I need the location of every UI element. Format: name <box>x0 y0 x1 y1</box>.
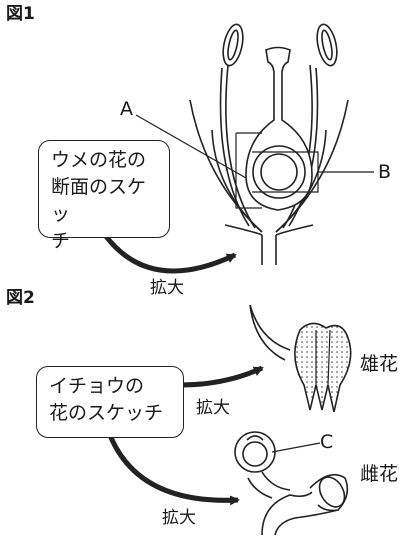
ginkgo-female-flower-sketch <box>234 431 349 536</box>
label-a-box <box>235 132 262 209</box>
ginkgo-callout-line-2: 花のスケッチ <box>49 402 164 424</box>
anther-right <box>316 23 338 67</box>
arrow-fig2-bottom <box>105 429 240 506</box>
ovary-outer <box>252 145 306 199</box>
leader-a <box>135 114 247 179</box>
label-a: A <box>120 98 133 120</box>
label-b: B <box>378 161 392 183</box>
ginkgo-callout-box: イチョウの 花のスケッチ <box>36 366 184 438</box>
stamen-filament-left <box>225 64 256 229</box>
female-flower-label: 雌花 <box>360 463 399 485</box>
leader-c <box>271 442 321 453</box>
male-flower-cone <box>294 322 352 413</box>
female-branch <box>247 471 291 499</box>
plum-callout-box: ウメの花の 断面のスケッ チ <box>38 140 170 252</box>
receptacle <box>224 224 314 236</box>
ginkgo-male-flower-sketch <box>249 304 352 413</box>
arrow-fig1 <box>103 233 237 274</box>
anther-left <box>222 23 244 67</box>
ovule <box>260 153 298 191</box>
arrow-label-fig2-top: 拡大 <box>196 398 230 418</box>
male-flower-stalk <box>249 304 291 361</box>
plum-callout-line-3: チ <box>51 230 71 252</box>
male-flower-label: 雄花 <box>360 353 399 375</box>
pistil <box>245 46 313 211</box>
arrow-fig2-top <box>179 365 264 388</box>
arrow-label-fig1: 拡大 <box>150 278 184 298</box>
figure2-title: 図2 <box>6 288 35 308</box>
ginkgo-callout-line-1: イチョウの <box>49 375 145 397</box>
plum-callout-line-1: ウメの花の <box>51 149 147 171</box>
arrow-label-fig2-bottom: 拡大 <box>162 508 196 528</box>
label-c: C <box>320 431 334 453</box>
plum-callout-line-2: 断面のスケッ <box>51 176 147 225</box>
plum-flower-sketch <box>135 23 374 265</box>
figure1-title: 図1 <box>6 4 35 24</box>
flower-stem <box>261 235 277 265</box>
